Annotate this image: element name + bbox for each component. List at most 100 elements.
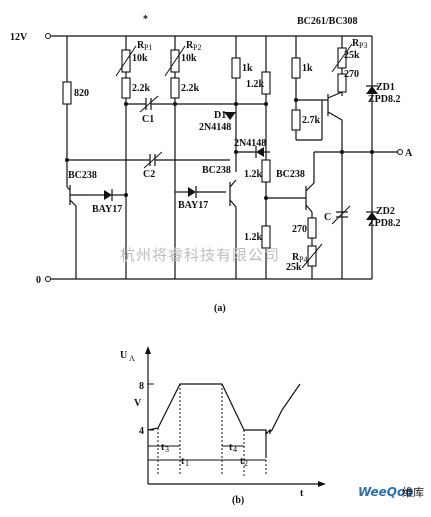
rp2-sub: P2 <box>193 43 201 52</box>
q1-collector <box>66 186 71 191</box>
rp2-value: 10k <box>181 53 197 64</box>
r270-a-label: 270 <box>344 69 359 80</box>
zd2-label: ZD2 <box>376 206 395 217</box>
zd1-type-label: ZPD8.2 <box>368 94 401 105</box>
pot-arrow <box>301 243 323 269</box>
pnp-emitter <box>327 91 343 99</box>
resistor-1k2-c <box>261 225 271 249</box>
diode-bay17-b <box>188 187 196 197</box>
waveform <box>147 383 301 436</box>
q2-collector <box>229 179 237 188</box>
y-label-sub: A <box>129 354 135 363</box>
ground-label: 0 <box>36 275 41 286</box>
q2-emitter <box>229 199 237 208</box>
d2-type-label: 2N4148 <box>234 138 266 149</box>
resistor-1k-a <box>231 57 241 79</box>
diode-d1 <box>224 112 236 120</box>
q2-label: BC238 <box>202 165 231 176</box>
diode-d2 <box>256 147 264 157</box>
resistor-2k2-a <box>121 77 131 99</box>
r1k-b-label: 1k <box>302 63 313 74</box>
pot-arrow <box>331 43 353 73</box>
rp1-label: R <box>137 40 145 51</box>
rp1-sub: P1 <box>144 43 152 52</box>
q1-emitter <box>69 199 77 207</box>
x-axis-arrow <box>318 481 326 487</box>
resistor-270-b <box>307 217 317 239</box>
pnp-collector <box>327 111 343 121</box>
r12k-a-label: 1.2k <box>246 79 265 90</box>
transistor-type-label: BC261/BC308 <box>297 16 358 27</box>
c2-label: C2 <box>143 169 155 180</box>
bay17-a-label: BAY17 <box>92 204 122 215</box>
caption-b: (b) <box>232 495 244 506</box>
r820-label: 820 <box>74 88 89 99</box>
zd1-label: ZD1 <box>376 82 395 93</box>
rp3-value: 25k <box>344 50 360 61</box>
brand-suffix: 维库 <box>402 486 424 499</box>
t2-label: t <box>240 456 244 467</box>
t4-sub: 4 <box>233 445 237 454</box>
c2-trim <box>143 151 163 169</box>
t3-label: t <box>161 442 165 453</box>
tick-4: 4 <box>139 426 144 437</box>
d1-label: D1 <box>214 110 226 121</box>
diode-bay17-a <box>104 190 112 200</box>
t3-sub: 3 <box>165 445 169 454</box>
c1-label: C1 <box>142 114 154 125</box>
tick-8: 8 <box>139 381 144 392</box>
c-var-label: C <box>324 212 331 223</box>
resistor-1k-b <box>291 57 301 79</box>
watermark: 杭州将睿科技有限公司 <box>120 246 280 264</box>
c-trim <box>331 205 351 225</box>
d1-type-label: 2N4148 <box>199 122 231 133</box>
resistor-2k7 <box>291 109 301 131</box>
brand-logo: WeeQoo <box>358 485 413 499</box>
y-label: U <box>120 350 127 361</box>
x-label: t <box>300 488 304 499</box>
resistor-1k2-b <box>261 159 271 183</box>
supply-terminal <box>45 33 51 39</box>
pot-arrow <box>164 45 186 77</box>
q3-collector <box>305 182 315 192</box>
r12k-c-label: 1.2k <box>244 232 263 243</box>
junction <box>124 193 128 197</box>
caption-a: (a) <box>214 303 226 314</box>
r270-b-label: 270 <box>292 224 307 235</box>
t4-label: t <box>229 442 233 453</box>
q3-emitter <box>305 204 313 213</box>
q1-label: BC238 <box>68 170 97 181</box>
r12k-b-label: 1.2k <box>244 169 263 180</box>
supply-label: 12V <box>10 32 28 43</box>
star-mark: * <box>143 14 148 25</box>
resistor-2k2-b <box>170 77 180 99</box>
bay17-b-label: BAY17 <box>178 200 208 211</box>
t1-label: t <box>181 456 185 467</box>
rp3-label: R <box>352 38 360 49</box>
resistor-820 <box>62 81 72 105</box>
t2-sub: 2 <box>244 459 248 468</box>
r27k-label: 2.7k <box>302 115 321 126</box>
q3-label: BC238 <box>276 169 305 180</box>
y-unit: V <box>134 398 142 409</box>
zener-zd1 <box>366 86 378 94</box>
output-terminal <box>397 149 403 155</box>
pot-arrow <box>115 45 137 77</box>
r1k-a-label: 1k <box>242 63 253 74</box>
zd2-type-label: ZPD8.2 <box>368 218 401 229</box>
junction <box>234 150 238 154</box>
junction <box>264 102 268 106</box>
rp4-label: R <box>292 252 300 263</box>
ground-terminal <box>45 276 51 282</box>
t1-sub: 1 <box>185 459 189 468</box>
zener-zd2 <box>366 212 378 220</box>
c1-trim <box>139 95 159 113</box>
rp1-value: 10k <box>132 53 148 64</box>
y-axis-arrow <box>145 346 151 354</box>
rp4-value: 25k <box>286 262 302 273</box>
rp4-sub: P4 <box>299 255 307 264</box>
r22k-a-label: 2.2k <box>132 83 151 94</box>
rp2-label: R <box>186 40 194 51</box>
